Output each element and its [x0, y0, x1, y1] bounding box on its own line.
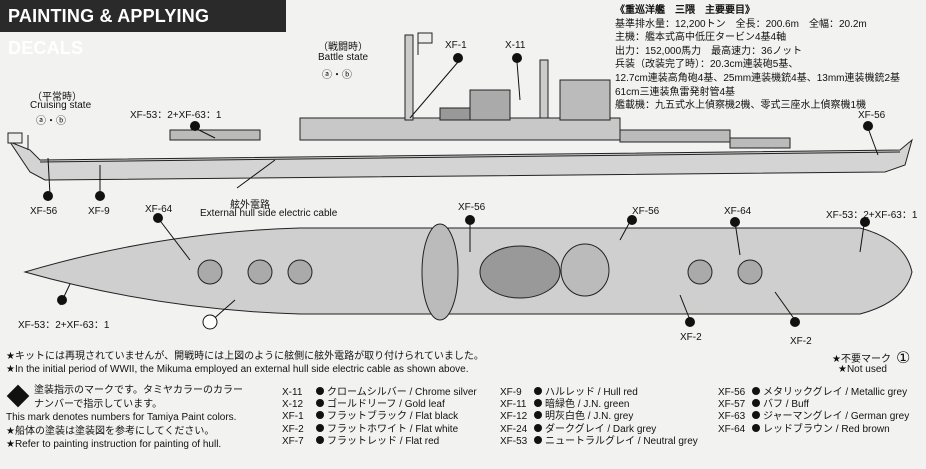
label-xf2-a: XF-2 [680, 332, 702, 343]
not-used-jp: ★不要マーク [832, 354, 891, 365]
side-view-ship [7, 32, 913, 181]
note-jp: ★キットには再現されていませんが、開戦時には上図のように舷側に舷外電路が取り付け… [6, 351, 484, 362]
legend-text-2: This mark denotes numbers for Tamiya Pai… [6, 411, 236, 452]
spec-line: 12.7cm連装高角砲4基、25mm連装機銃4基、13mm連装機銃2基 [615, 72, 901, 84]
spec-line: 61cm三連装魚雷発射管4基 [615, 86, 736, 98]
spec-line: 主機：艦本式高中低圧タービン4基4軸 [615, 32, 787, 44]
label-xf64-top-left: XF-64 [145, 204, 173, 215]
label-xf53-top-left: XF-53：2+XF-63：1 [18, 320, 110, 331]
battle-state-ab: ⓐ・ⓑ [322, 70, 352, 81]
marker-circle-2 [202, 314, 218, 330]
paint-dot-icon [534, 399, 542, 408]
paint-markers [43, 53, 873, 327]
legend-line: ★船体の塗装は塗装図を参考にしてください。 [6, 425, 215, 437]
spec-line: 出力：152,000馬力 最高速力：36ノット [615, 45, 803, 57]
label-xf56-top-mid: XF-56 [458, 202, 486, 213]
page-title: PAINTING & APPLYING DECALS [0, 0, 286, 58]
cruise-state-ab: ⓐ・ⓑ [36, 116, 66, 127]
legend-text: 塗装指示のマークです。タミヤカラーのカラー ナンバーで指示しています。 [34, 384, 243, 411]
paint-dot-icon [534, 423, 542, 432]
paint-dot-icon [752, 387, 760, 395]
paint-dot-icon [752, 411, 760, 420]
legend-line: ナンバーで指示しています。 [34, 398, 163, 410]
paint-dot-icon [316, 423, 324, 432]
label-xf53-top-right: XF-53：2+XF-63：1 [826, 210, 918, 221]
spec-line: 艦載機：九五式水上偵察機2機、零式三座水上偵察機1機 [615, 100, 867, 112]
spec-block: 《重巡洋艦 三隈 主要要目》 基準排水量：12,200トン 全長：200.6m … [615, 4, 900, 113]
cable-label-jp: 舷外電路 [230, 200, 270, 211]
top-view-ship [23, 223, 913, 321]
paint-dot-icon [316, 435, 324, 444]
paint-dot-icon [534, 387, 542, 395]
cruise-state-jp: （平常時） [32, 92, 82, 103]
paint-dot-icon [534, 411, 542, 420]
spec-line: 《重巡洋艦 三隈 主要要目》 [615, 5, 755, 16]
label-xf2-b: XF-2 [790, 336, 812, 347]
legend-line: ★Refer to painting instruction for paint… [6, 439, 222, 450]
note-en: ★In the initial period of WWII, the Miku… [6, 364, 469, 375]
not-used-mark: ① [896, 350, 911, 367]
notes: ★キットには再現されていませんが、開戦時には上図のように舷側に舷外電路が取り付け… [6, 350, 484, 376]
label-xf56-top-right: XF-56 [632, 206, 660, 217]
label-x11: X-11 [505, 40, 526, 51]
spec-line: 兵装（改装完了時）：20.3cm連装砲5基、 [615, 59, 799, 71]
cruise-state-en: Cruising state [30, 100, 92, 111]
legend-line: This mark denotes numbers for Tamiya Pai… [6, 412, 237, 423]
spec-line: 基準排水量：12,200トン 全長：200.6m 全幅：20.2m [615, 18, 867, 30]
not-used-en: ★Not used [838, 364, 887, 375]
paint-dot-icon [316, 399, 324, 408]
paint-dot-icon [752, 399, 760, 408]
paint-dot-icon [752, 423, 760, 432]
label-xf56-side-left: XF-56 [30, 206, 58, 217]
paint-dot-icon [316, 411, 324, 420]
label-xf56-side-right: XF-56 [858, 110, 886, 121]
label-xf53-side: XF-53：2+XF-63：1 [130, 110, 222, 121]
paint-dot-icon [534, 435, 542, 444]
battle-state-en: Battle state [318, 52, 369, 63]
paint-dot-icon [316, 387, 324, 395]
label-xf1: XF-1 [445, 40, 467, 51]
label-xf64-top-right: XF-64 [724, 206, 752, 217]
legend-line: 塗装指示のマークです。タミヤカラーのカラー [34, 385, 243, 396]
battle-state-jp: （戦闘時） [318, 42, 368, 53]
cable-label-en: External hull side electric cable [200, 208, 338, 219]
label-xf9-side: XF-9 [88, 206, 110, 217]
